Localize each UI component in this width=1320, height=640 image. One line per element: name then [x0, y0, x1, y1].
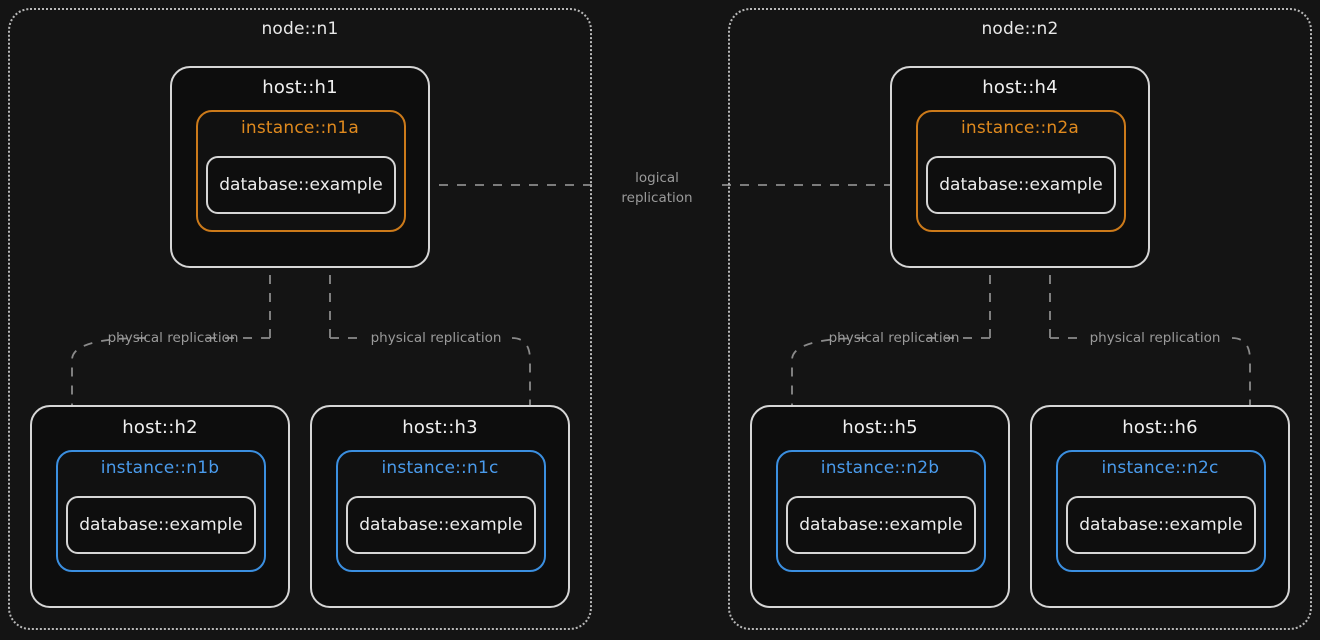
database-n2c-box[interactable]: database::example	[1066, 496, 1256, 554]
node-n1-title: node::n1	[261, 19, 339, 39]
host-h3-title: host::h3	[402, 417, 478, 438]
edge-label-physical-h1-h2: physical replication	[107, 330, 239, 346]
host-h5-title: host::h5	[842, 417, 918, 438]
database-n1b-box[interactable]: database::example	[66, 496, 256, 554]
instance-n1c-title: instance::n1c	[381, 458, 499, 478]
host-h2-title: host::h2	[122, 417, 198, 438]
database-n1c-box[interactable]: database::example	[346, 496, 536, 554]
database-n2b-box[interactable]: database::example	[786, 496, 976, 554]
edge-label-logical-replication-line1: logical	[635, 170, 679, 186]
database-n2a-label: database::example	[939, 175, 1103, 195]
instance-n2c-title: instance::n2c	[1101, 458, 1219, 478]
edge-label-physical-h4-h6: physical replication	[1089, 330, 1221, 346]
database-n2b-label: database::example	[799, 515, 963, 535]
instance-n2b-title: instance::n2b	[820, 458, 940, 478]
node-n2-title: node::n2	[981, 19, 1059, 39]
instance-n1a-title: instance::n1a	[240, 118, 360, 138]
edge-label-physical-h4-h5: physical replication	[828, 330, 960, 346]
node-n1-boundary[interactable]	[8, 8, 592, 630]
host-h4-title: host::h4	[982, 77, 1058, 98]
instance-n2a-title: instance::n2a	[960, 118, 1080, 138]
database-n2c-label: database::example	[1079, 515, 1243, 535]
database-n1b-label: database::example	[79, 515, 243, 535]
edge-label-logical-replication-line2: replication	[621, 190, 693, 206]
node-n2-boundary[interactable]	[728, 8, 1312, 630]
database-n2a-box[interactable]: database::example	[926, 156, 1116, 214]
host-h6-title: host::h6	[1122, 417, 1198, 438]
host-h1-title: host::h1	[262, 77, 338, 98]
database-n1a-box[interactable]: database::example	[206, 156, 396, 214]
edge-label-physical-h1-h3: physical replication	[370, 330, 502, 346]
database-n1a-label: database::example	[219, 175, 383, 195]
instance-n1b-title: instance::n1b	[100, 458, 220, 478]
database-n1c-label: database::example	[359, 515, 523, 535]
